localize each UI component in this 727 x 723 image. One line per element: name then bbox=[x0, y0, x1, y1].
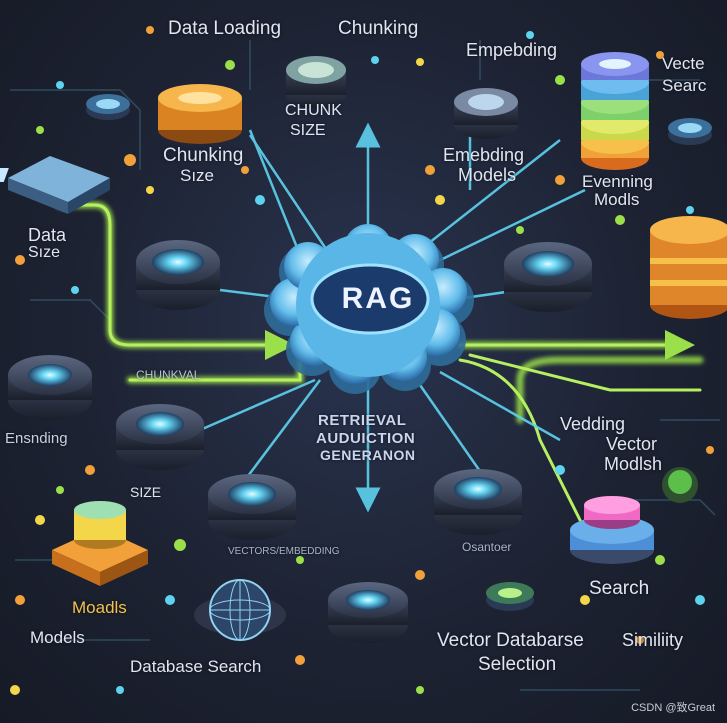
label-chunk-size-1: CHUNK bbox=[285, 102, 342, 120]
label-chunking: Chunking bbox=[338, 18, 418, 40]
label-vector-search-1: Vecte bbox=[662, 54, 705, 74]
globe-node bbox=[194, 580, 286, 640]
center-text-1: RETRIEVAL bbox=[318, 412, 406, 429]
label-vedding-vector-2: Vector bbox=[606, 434, 657, 455]
label-ensnding: Ensnding bbox=[5, 430, 68, 447]
center-text-2: AUDUICTION bbox=[316, 430, 415, 447]
label-embedding-models-1: Emebding bbox=[443, 145, 524, 166]
label-database-search: Database Search bbox=[130, 657, 261, 677]
disc-node-left-upper bbox=[136, 240, 220, 310]
pink-stack bbox=[570, 496, 654, 564]
yellow-cylinder bbox=[52, 501, 148, 586]
disc-node-bottom-center-left bbox=[208, 474, 296, 540]
label-chunk-size-2: SIZE bbox=[290, 122, 326, 140]
label-embedding-models-2: Models bbox=[458, 165, 516, 186]
label-similiity: Similiity bbox=[622, 630, 683, 651]
label-evenning-models-1: Evenning bbox=[582, 172, 653, 192]
green-node bbox=[662, 467, 698, 503]
disc-node-bottom-center-right bbox=[434, 469, 522, 535]
label-data-size-2: Sıze bbox=[28, 244, 60, 262]
label-vedding-vector-1: Vedding bbox=[560, 414, 625, 435]
disc-node-bottom-center bbox=[328, 582, 408, 643]
label-vector-database-1: Vector Databarse bbox=[437, 630, 584, 652]
label-size: SIZE bbox=[130, 484, 161, 500]
center-text-3: GENERANON bbox=[320, 447, 416, 463]
vector-stack bbox=[581, 52, 649, 170]
label-chunking-size-2: Sıze bbox=[180, 166, 214, 186]
label-embedding: Empebding bbox=[466, 40, 557, 61]
disc-node-right-mid bbox=[668, 118, 712, 145]
disc-node-right-upper bbox=[504, 242, 592, 312]
disc-node-embedding bbox=[454, 88, 518, 139]
label-chunkval: CHUNKVAL bbox=[136, 368, 200, 382]
label-vedding-vector-3: Modlsh bbox=[604, 454, 662, 475]
label-vector-search-2: Searc bbox=[662, 76, 706, 96]
label-models: Models bbox=[30, 628, 85, 648]
label-data-loading: Data Loading bbox=[168, 18, 281, 40]
label-sub: VECTORS/EMBEDDING bbox=[228, 546, 340, 557]
disc-node-top-left bbox=[86, 94, 130, 120]
disc-node-left-low bbox=[116, 404, 204, 470]
orange-block bbox=[158, 84, 242, 144]
label-chunking-size-1: Chunking bbox=[163, 145, 243, 167]
rag-hub-label: RAG bbox=[313, 279, 443, 319]
label-osantoer: Osantoer bbox=[462, 540, 511, 554]
label-vector-database-2: Selection bbox=[478, 654, 556, 676]
label-data-size-1: Data bbox=[28, 225, 66, 246]
watermark: CSDN @致Great bbox=[631, 699, 715, 715]
label-moadls: Moadls bbox=[72, 598, 127, 618]
orange-cylinder bbox=[650, 216, 727, 319]
label-evenning-models-2: Modls bbox=[594, 190, 639, 210]
disc-node-right-low bbox=[486, 582, 534, 611]
disc-node-left-mid bbox=[8, 355, 92, 420]
label-search: Search bbox=[589, 578, 649, 600]
